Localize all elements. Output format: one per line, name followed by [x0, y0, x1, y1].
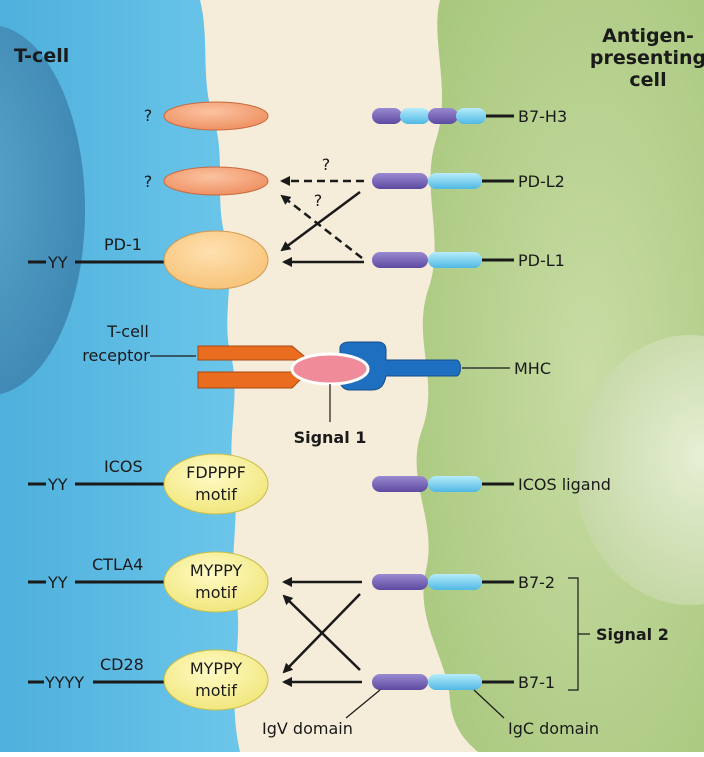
apc-title-line3: cell — [629, 69, 666, 91]
signal2-bracket — [568, 577, 590, 691]
pdl2-ligand — [372, 173, 514, 189]
b72-ligand — [372, 574, 514, 590]
unknown-receptor-1 — [163, 101, 269, 131]
cd28-motif-line1: MYPPY — [190, 659, 243, 678]
ctla4-tail-label: YY — [47, 573, 68, 592]
pdl1-ligand — [372, 252, 514, 268]
tcr-alpha-chain — [197, 345, 305, 361]
b7h3-igc-domain-2 — [456, 108, 486, 124]
mhc-label: MHC — [514, 359, 551, 378]
pdl2-igc-domain — [428, 173, 482, 189]
icosl-igc-domain — [428, 476, 482, 492]
b71-igc-domain — [428, 674, 482, 690]
cd28-motif-line2: motif — [195, 681, 237, 700]
b7h3-ligand — [372, 108, 514, 124]
b7h3-label: B7-H3 — [518, 107, 567, 126]
pd1-receptor — [163, 230, 269, 290]
tcr-label-line2: receptor — [82, 346, 150, 365]
tcell-nucleus — [0, 26, 85, 394]
apc-title-line1: Antigen- — [602, 25, 694, 47]
unknown-receptor-2-qmark: ? — [144, 172, 153, 191]
igc-domain-label: IgC domain — [508, 719, 599, 738]
tcr-receptor — [197, 345, 305, 389]
b7h3-igc-domain-1 — [400, 108, 430, 124]
ctla4-motif-line1: MYPPY — [190, 561, 243, 580]
icos-ligand — [372, 476, 514, 492]
cd28-receptor — [163, 649, 269, 711]
pdl2-igv-domain — [372, 173, 428, 189]
b7h3-igv-domain-2 — [428, 108, 458, 124]
b71-ligand — [372, 674, 514, 690]
igc-leader-line — [473, 689, 505, 719]
ctla4-label: CTLA4 — [92, 555, 143, 574]
signal2-label: Signal 2 — [596, 625, 669, 644]
icos-motif-line1: FDPPPF — [186, 463, 246, 482]
b72-label: B7-2 — [518, 573, 555, 592]
ctla4-motif-line2: motif — [195, 583, 237, 602]
b72-igc-domain — [428, 574, 482, 590]
icos-receptor — [163, 453, 269, 515]
pdl2-arrow-qmark: ? — [322, 155, 331, 174]
pd1-label: PD-1 — [104, 235, 142, 254]
pdl2-label: PD-L2 — [518, 172, 565, 191]
apc-nucleus — [575, 335, 704, 605]
apc-title-line2: presenting — [590, 47, 704, 69]
icosl-label: ICOS ligand — [518, 475, 611, 494]
pdl1-label: PD-L1 — [518, 251, 565, 270]
pdl2-to-pd1-arrow — [280, 190, 361, 252]
igv-leader-line — [345, 689, 381, 719]
peptide-antigen — [290, 352, 370, 386]
tcell-title: T-cell — [14, 45, 69, 67]
pdl1-igc-domain — [428, 252, 482, 268]
tcr-label-line1: T-cell — [106, 322, 149, 341]
unknown-receptor-1-qmark: ? — [144, 106, 153, 125]
unknown-receptor-2 — [163, 166, 269, 196]
tcr-beta-chain — [197, 371, 305, 389]
b7h3-igv-domain-1 — [372, 108, 402, 124]
b72-igv-domain — [372, 574, 428, 590]
pd1-tail-label: YY — [47, 253, 68, 272]
icos-motif-line2: motif — [195, 485, 237, 504]
b71-label: B7-1 — [518, 673, 555, 692]
signal1-label: Signal 1 — [294, 428, 367, 447]
ctla4-receptor — [163, 551, 269, 613]
icos-tail-label: YY — [47, 475, 68, 494]
pdl1-to-unknown-arrow — [280, 194, 363, 259]
cd28-tail-label: YYYY — [44, 673, 84, 692]
mhc-molecule — [339, 341, 461, 391]
icosl-igv-domain — [372, 476, 428, 492]
b71-to-ctla4-arrow — [282, 594, 361, 671]
igv-domain-label: IgV domain — [262, 719, 353, 738]
icos-label: ICOS — [104, 457, 143, 476]
b71-igv-domain — [372, 674, 428, 690]
pdl1-arrow-qmark: ? — [314, 191, 323, 210]
cd28-label: CD28 — [100, 655, 144, 674]
pdl1-igv-domain — [372, 252, 428, 268]
